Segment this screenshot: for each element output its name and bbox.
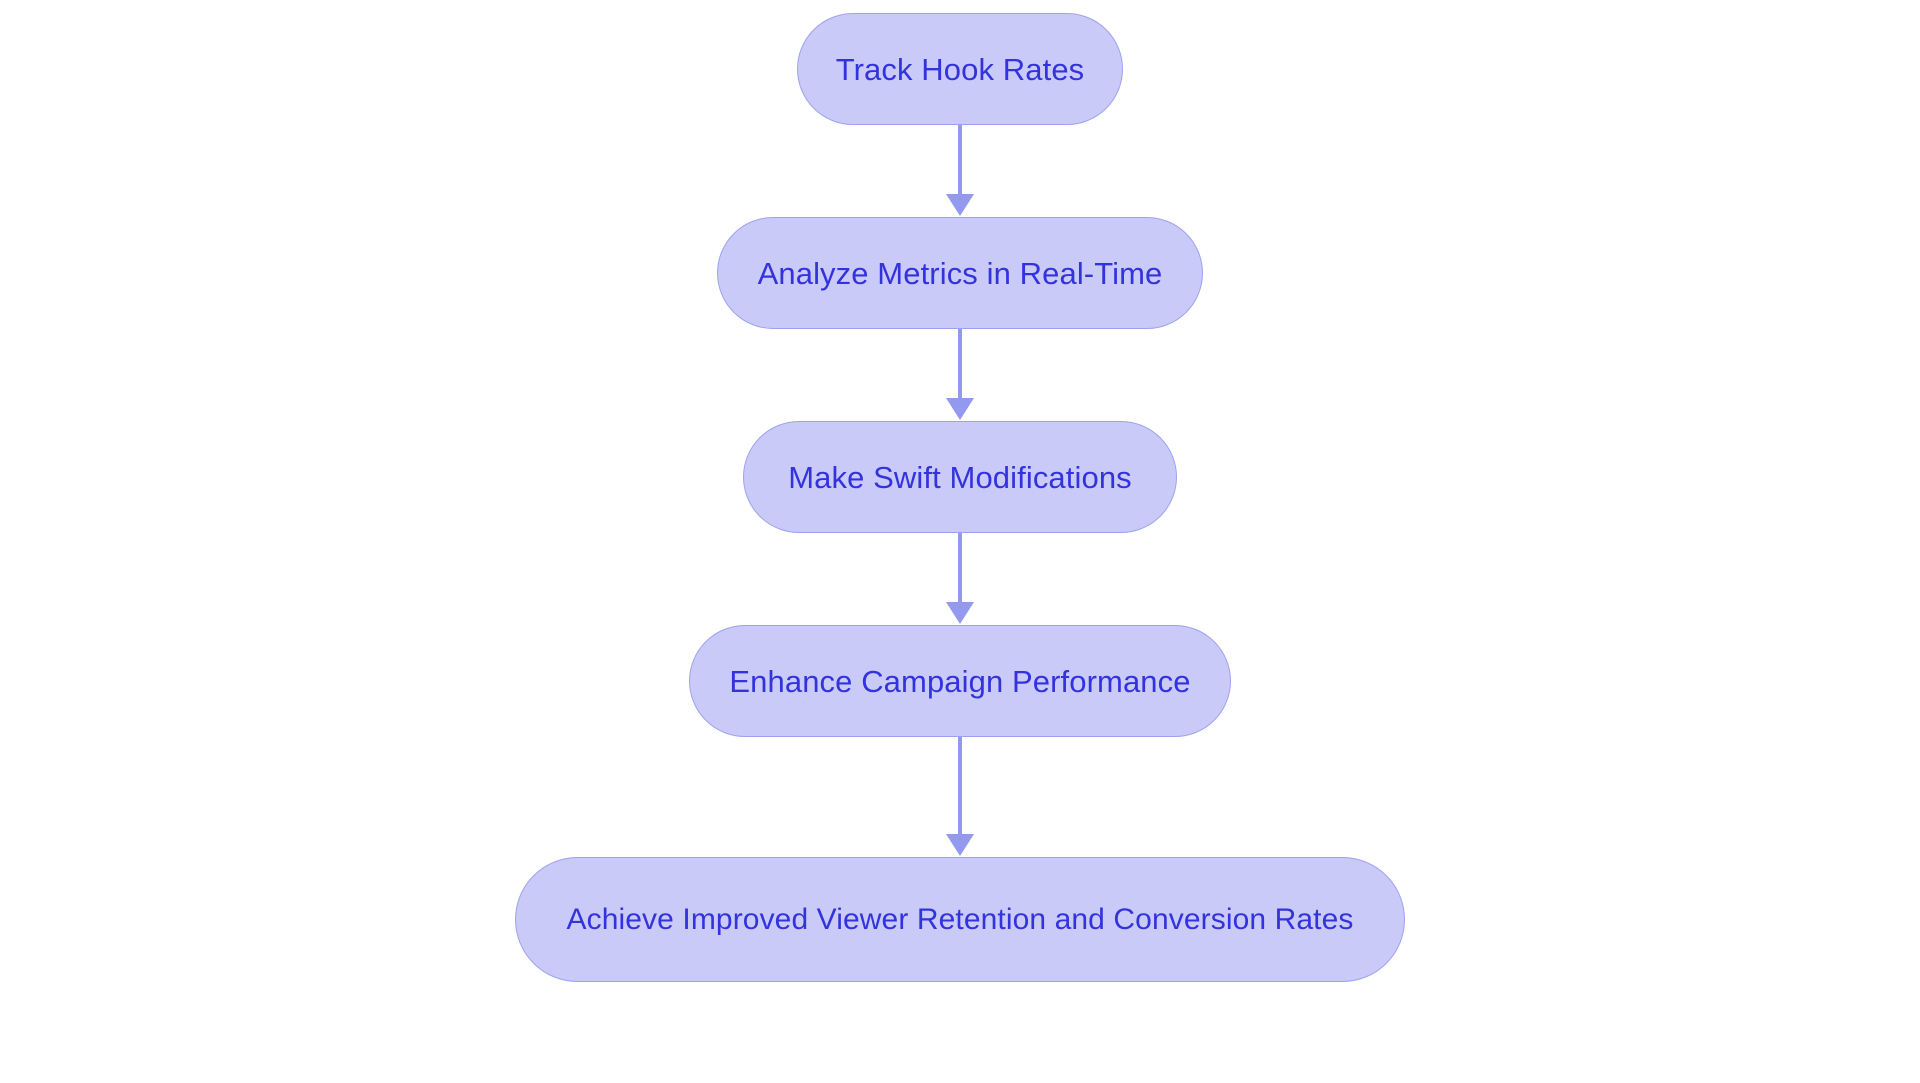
- flow-arrow-n4-n5: [945, 737, 975, 857]
- flow-arrow-n3-n4: [945, 533, 975, 625]
- flow-node-enhance-campaign-performance[interactable]: Enhance Campaign Performance: [689, 625, 1231, 737]
- flow-arrow-n1-n2: [945, 125, 975, 217]
- flow-node-achieve-improved-viewer-retention-and-conversion-rates[interactable]: Achieve Improved Viewer Retention and Co…: [515, 857, 1405, 982]
- arrow-head-down-icon: [946, 194, 974, 216]
- arrow-head-down-icon: [946, 602, 974, 624]
- arrow-head-down-icon: [946, 834, 974, 856]
- flow-node-analyze-metrics-in-real-time[interactable]: Analyze Metrics in Real-Time: [717, 217, 1203, 329]
- flow-arrow-n2-n3: [945, 329, 975, 421]
- flow-node-label: Enhance Campaign Performance: [729, 663, 1191, 699]
- flow-node-make-swift-modifications[interactable]: Make Swift Modifications: [743, 421, 1177, 533]
- arrow-line: [958, 737, 962, 835]
- arrow-line: [958, 329, 962, 399]
- arrow-line: [958, 533, 962, 603]
- flow-node-track-hook-rates[interactable]: Track Hook Rates: [797, 13, 1123, 125]
- flow-node-label: Achieve Improved Viewer Retention and Co…: [566, 902, 1354, 936]
- flow-node-label: Make Swift Modifications: [788, 459, 1132, 495]
- arrow-line: [958, 125, 962, 195]
- flow-node-label: Analyze Metrics in Real-Time: [757, 255, 1163, 291]
- arrow-head-down-icon: [946, 398, 974, 420]
- flow-node-label: Track Hook Rates: [835, 51, 1085, 87]
